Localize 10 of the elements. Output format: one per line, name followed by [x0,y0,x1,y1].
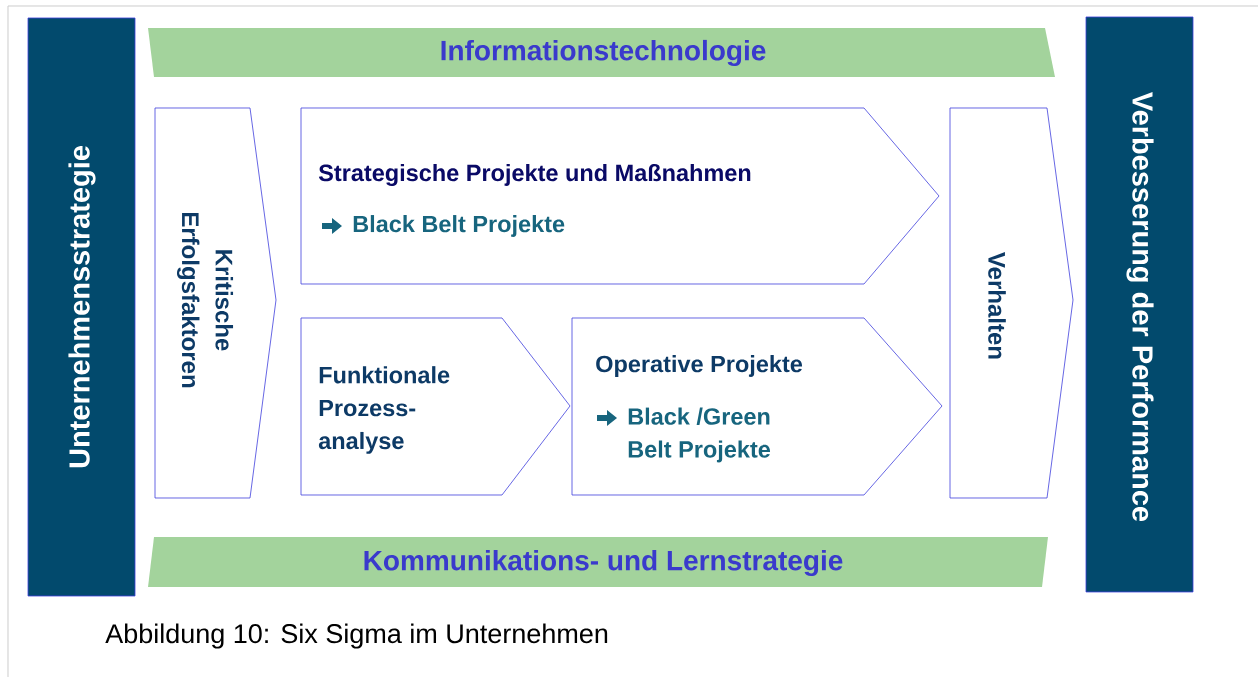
performance-bar: Verbesserung der Performance [1085,16,1194,593]
banner: Informationstechnologie [148,28,1055,77]
caption: Abbildung 10: Six Sigma im Unternehmen [105,623,608,649]
strategy-bar: Unternehmensstrategie [27,17,136,597]
chevron-box: Operative Projekte Black /Green Belt Projekte [571,317,943,496]
banner: Kommunikations- und Lernstrategie [148,537,1048,587]
chevron-box: Strategische Projekte und Maßnahmen Black Belt Projekte [300,107,940,285]
chevron-box: Funktionale Prozess- analyse [300,317,571,496]
pentagon-box: Verhalten [949,107,1074,499]
pentagon-box: Kritische Erfolgsfaktoren [154,107,277,499]
